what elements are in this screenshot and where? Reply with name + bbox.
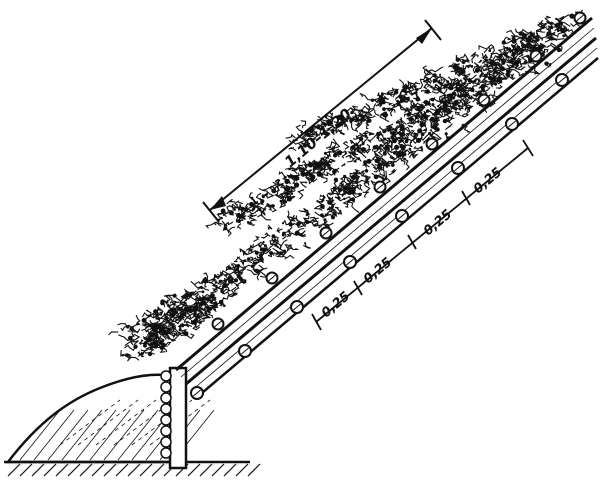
post-log [160,436,172,448]
spacing-label-1: 0,25 [319,289,353,321]
stake [555,73,569,87]
stake [211,317,225,331]
spacing-ticks [353,190,471,296]
stake [190,386,204,400]
stake [477,93,491,107]
stake [238,344,252,358]
stake [265,271,279,285]
post-log [160,381,172,393]
stake [373,180,387,194]
brushwood-band [285,9,584,152]
brushwood-layers [108,9,584,362]
post-log [160,403,172,415]
post-log [160,370,172,382]
post-log-stack [160,370,172,459]
stakes-lower-row [190,73,569,400]
spacing-tick [407,234,417,250]
dimension-label-overall-width: 1,10–1,20 [281,105,355,171]
post-log [160,414,172,426]
sloped-planks [175,16,599,399]
spacing-label-2: 0,25 [361,255,395,287]
stake [425,137,439,151]
stake [573,11,587,25]
brushwood-band [205,58,512,237]
spacing-tick [353,280,363,296]
ground-hatching [7,463,261,477]
stake [290,300,304,314]
stake [529,49,543,63]
post-log [160,447,172,459]
stake [343,255,357,269]
stake [319,226,333,240]
brushwood-band [108,290,214,362]
spacing-tick [461,190,471,206]
post-log [160,425,172,437]
stake [451,161,465,175]
stake [395,209,409,223]
dimension-spacing-chain: 0,25 0,25 0,25 0,25 [311,139,534,331]
ground-surface [4,460,261,477]
post-log [160,392,172,404]
spacing-label-4: 0,25 [471,165,505,197]
retaining-post [160,366,188,470]
stake [505,117,519,131]
dimension-overall-width: 1,10–1,20 [202,19,442,223]
stakes-upper-row [211,11,587,331]
